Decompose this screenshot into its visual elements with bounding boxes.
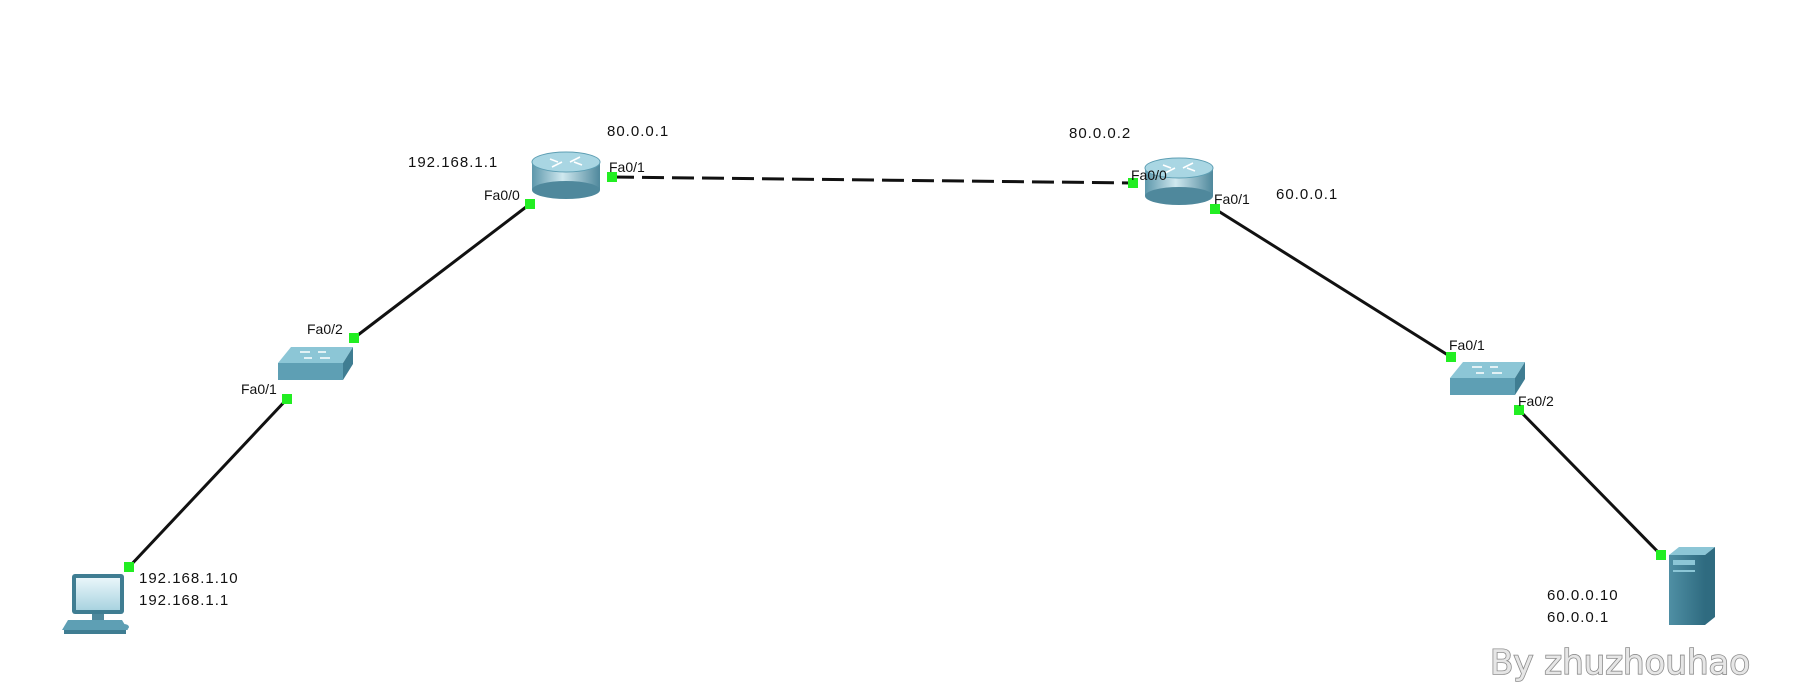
switch-icon[interactable] [278,347,353,380]
port-dot-router0-fa01 [607,172,617,182]
switch0-fa01-label: Fa0/1 [241,381,277,397]
link-switch1-server[interactable] [1517,408,1663,557]
server-ip-label: 60.0.0.10 [1547,587,1619,604]
port-dot-pc [124,562,134,572]
router0-fa00-label: Fa0/0 [484,187,520,203]
router0-wan-ip-label: 80.0.0.1 [607,123,669,140]
port-dot-server [1656,550,1666,560]
router1-fa00-label: Fa0/0 [1131,167,1167,183]
watermark: By zhuzhouhao [1490,643,1750,683]
ip-labels: 192.168.1.10 192.168.1.1 192.168.1.1 80.… [139,123,1619,626]
router1-fa01-label: Fa0/1 [1214,191,1250,207]
router0-fa01-label: Fa0/1 [609,159,645,175]
pc-gateway-label: 192.168.1.1 [139,592,229,609]
router1-lan-ip-label: 60.0.0.1 [1276,186,1338,203]
pc-ip-label: 192.168.1.10 [139,570,239,587]
port-dot-router1-fa00 [1128,178,1138,188]
router1-wan-ip-label: 80.0.0.2 [1069,125,1131,142]
router-icon[interactable] [1144,157,1214,205]
port-dot-switch1-fa02 [1514,405,1524,415]
port-labels: Fa0/1 Fa0/2 Fa0/0 Fa0/1 Fa0/0 Fa0/1 Fa0/… [241,159,1554,409]
link-router0-router1[interactable] [611,175,1134,185]
link-pc-switch0[interactable] [127,397,289,569]
link-switch0-router0[interactable] [353,202,531,340]
port-dot-router1-fa01 [1210,204,1220,214]
switch0-fa02-label: Fa0/2 [307,321,343,337]
link-router1-switch1[interactable] [1214,207,1452,359]
router-icon[interactable] [531,151,601,199]
port-dot-router0-fa00 [525,199,535,209]
router0-lan-ip-label: 192.168.1.1 [408,154,498,171]
switch-icon[interactable] [1450,362,1525,395]
server-icon[interactable] [1669,547,1715,625]
switch1-fa02-label: Fa0/2 [1518,393,1554,409]
port-dot-switch1-fa01 [1446,352,1456,362]
pc-icon[interactable] [62,574,129,634]
port-indicators [124,172,1666,572]
port-dot-switch0-fa02 [349,333,359,343]
server-gateway-label: 60.0.0.1 [1547,609,1609,626]
links [127,175,1663,569]
switch1-fa01-label: Fa0/1 [1449,337,1485,353]
port-dot-switch0-fa01 [282,394,292,404]
